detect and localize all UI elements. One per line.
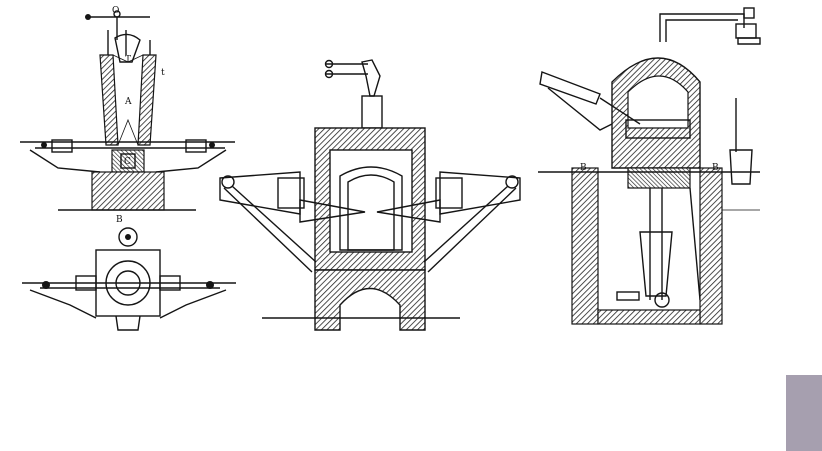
label-t: t [161, 68, 165, 78]
view-vertical-section: O T t A C [20, 6, 235, 211]
view-plan: B [22, 215, 236, 331]
label-A: A [124, 97, 132, 107]
label-B-plan: B [116, 215, 123, 225]
view-side-section: B B [538, 7, 761, 325]
label-T: T [125, 55, 131, 65]
label-O: O [112, 6, 119, 16]
side-tab [786, 375, 822, 451]
label-C: C [124, 157, 131, 167]
view-front-elevation [219, 59, 521, 331]
label-B-left: B [580, 163, 587, 173]
label-B-right: B [712, 163, 719, 173]
